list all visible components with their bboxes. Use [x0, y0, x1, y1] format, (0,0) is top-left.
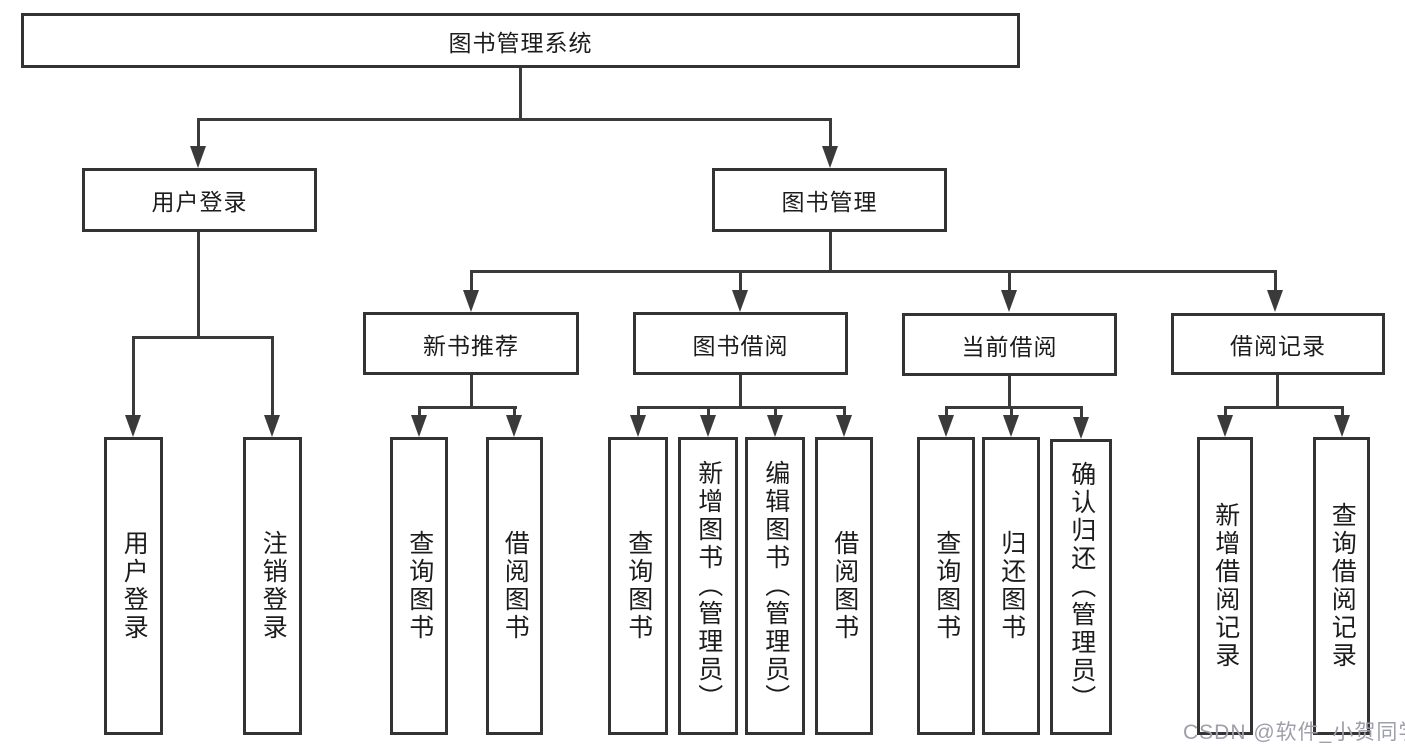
arrow-down-icon: [767, 415, 783, 437]
leaf-cb-return-books: 归还图书: [982, 437, 1040, 735]
arrow-down-icon: [836, 415, 852, 437]
connector-line: [637, 406, 846, 409]
connector-line: [418, 406, 517, 409]
connector-line: [1276, 375, 1279, 408]
connector-line: [197, 118, 832, 121]
arrow-down-icon: [1001, 290, 1017, 312]
connector-line: [132, 336, 274, 339]
leaf-bb-edit-books-admin: 编辑图书（管理员）: [745, 437, 805, 735]
arrow-down-icon: [1334, 415, 1350, 437]
leaf-cb-query-books-label: 查询图书: [932, 530, 961, 642]
leaf-nbr-borrow-books: 借阅图书: [486, 437, 543, 735]
connector-line: [470, 270, 1277, 273]
connector-line: [829, 118, 832, 148]
connector-line: [197, 232, 200, 336]
arrow-down-icon: [938, 415, 954, 437]
connector-line: [1341, 406, 1344, 417]
connector-line: [418, 406, 421, 417]
leaf-nbr-borrow-books-label: 借阅图书: [501, 530, 530, 642]
connector-line: [1010, 406, 1013, 417]
connector-line: [132, 336, 135, 417]
arrow-down-icon: [630, 415, 646, 437]
node-library-system: 图书管理系统: [21, 13, 1020, 68]
arrow-down-icon: [411, 415, 427, 437]
leaf-logout: 注销登录: [243, 437, 302, 735]
leaf-br-add-record: 新增借阅记录: [1197, 437, 1253, 735]
leaf-cb-query-books: 查询图书: [917, 437, 975, 735]
arrow-down-icon: [190, 146, 206, 168]
connector-line: [739, 375, 742, 408]
connector-line: [739, 270, 742, 292]
node-borrowing-records: 借阅记录: [1171, 313, 1385, 375]
node-new-book-recommend: 新书推荐: [363, 312, 579, 375]
connector-line: [707, 406, 710, 417]
leaf-logout-label: 注销登录: [259, 530, 288, 642]
node-user-login: 用户登录: [82, 168, 317, 232]
arrow-down-icon: [1003, 415, 1019, 437]
arrow-down-icon: [506, 415, 522, 437]
arrow-down-icon: [1217, 415, 1233, 437]
leaf-cb-return-books-label: 归还图书: [997, 530, 1026, 642]
leaf-bb-borrow-books-label: 借阅图书: [830, 530, 859, 642]
leaf-br-query-record: 查询借阅记录: [1313, 437, 1370, 735]
connector-line: [519, 68, 522, 118]
leaf-user-login: 用户登录: [104, 437, 163, 735]
connector-line: [470, 270, 473, 292]
arrow-down-icon: [264, 415, 280, 437]
connector-line: [774, 406, 777, 417]
arrow-down-icon: [700, 415, 716, 437]
connector-line: [513, 406, 516, 417]
connector-line: [945, 406, 1083, 409]
connector-line: [1224, 406, 1227, 417]
leaf-bb-add-books-admin: 新增图书（管理员）: [678, 437, 738, 735]
connector-line: [1080, 406, 1083, 417]
node-book-borrowing: 图书借阅: [633, 312, 848, 375]
arrow-down-icon: [125, 415, 141, 437]
leaf-nbr-query-books-label: 查询图书: [405, 530, 434, 642]
leaf-bb-edit-books-admin-label: 编辑图书（管理员）: [761, 460, 790, 712]
leaf-nbr-query-books: 查询图书: [390, 437, 448, 735]
leaf-bb-add-books-admin-label: 新增图书（管理员）: [694, 460, 723, 712]
node-book-management: 图书管理: [712, 168, 947, 232]
connector-line: [637, 406, 640, 417]
leaf-br-add-record-label: 新增借阅记录: [1211, 502, 1240, 670]
leaf-user-login-label: 用户登录: [120, 530, 149, 642]
leaf-cb-confirm-return-admin-label: 确认归还（管理员）: [1067, 461, 1096, 713]
csdn-watermark: CSDN @软件_小贺同学: [1183, 721, 1405, 744]
connector-line: [271, 336, 274, 417]
leaf-cb-confirm-return-admin: 确认归还（管理员）: [1050, 439, 1112, 735]
leaf-bb-query-books-label: 查询图书: [624, 530, 653, 642]
leaf-bb-borrow-books: 借阅图书: [815, 437, 873, 735]
connector-line: [1008, 270, 1011, 292]
node-current-borrowing: 当前借阅: [902, 313, 1117, 376]
connector-line: [470, 375, 473, 408]
connector-line: [1008, 376, 1011, 408]
connector-line: [843, 406, 846, 417]
arrow-down-icon: [463, 290, 479, 312]
connector-line: [829, 232, 832, 272]
connector-line: [1274, 270, 1277, 292]
arrow-down-icon: [1073, 417, 1089, 439]
leaf-bb-query-books: 查询图书: [608, 437, 668, 735]
connector-line: [197, 118, 200, 148]
arrow-down-icon: [732, 290, 748, 312]
arrow-down-icon: [1267, 290, 1283, 312]
connector-line: [1224, 406, 1344, 409]
connector-line: [945, 406, 948, 417]
arrow-down-icon: [822, 146, 838, 168]
leaf-br-query-record-label: 查询借阅记录: [1328, 502, 1357, 670]
